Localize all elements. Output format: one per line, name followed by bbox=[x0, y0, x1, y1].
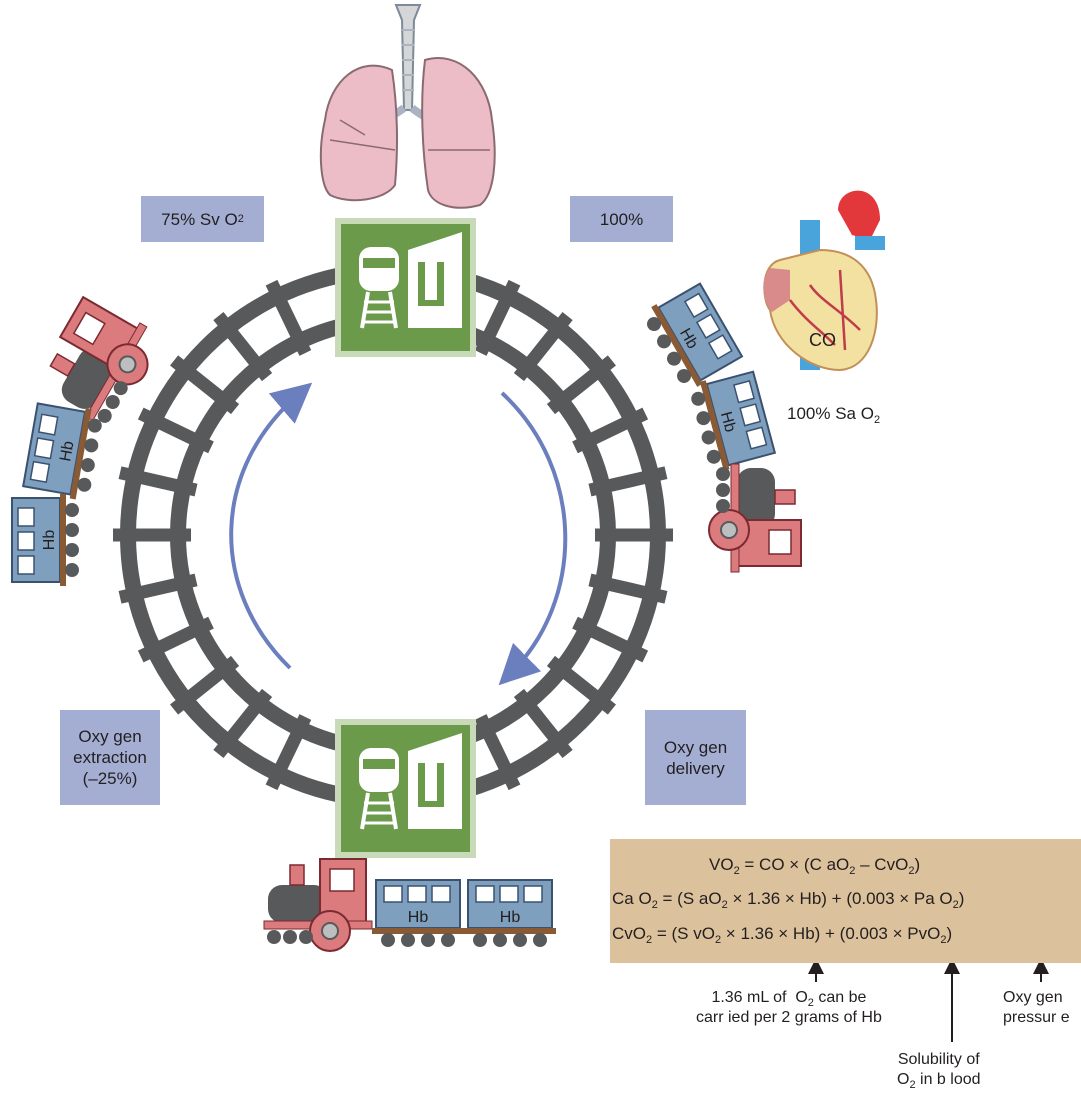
pressure-line-2: pressur e bbox=[1003, 1008, 1070, 1028]
capacity-text-b: O bbox=[795, 989, 807, 1006]
cvo2-equation: CvO2 = (S vO2 × 1.36 × Hb) + (0.003 × Pv… bbox=[612, 924, 952, 944]
cao2-lhs: Ca O bbox=[612, 889, 652, 908]
cvo2-eq: = (S vO bbox=[652, 924, 715, 943]
capacity-line-2: carr ied per 2 grams of Hb bbox=[696, 1008, 882, 1028]
vo2-eq: = CO × (C aO bbox=[740, 855, 850, 874]
circular-arrow-icon bbox=[502, 393, 565, 674]
pressure-note: Oxy gen pressur e bbox=[1003, 988, 1070, 1028]
delivery-line-2: delivery bbox=[666, 758, 725, 779]
cvo2-mid: × 1.36 × Hb) + (0.003 × PvO bbox=[721, 924, 940, 943]
hundred-percent-label: 100% bbox=[570, 196, 673, 242]
extraction-line-3: (–25%) bbox=[83, 768, 138, 789]
oxygen-extraction-label: Oxy gen extraction (–25%) bbox=[60, 710, 160, 805]
vo2-equation: VO2 = CO × (C aO2 – CvO2) bbox=[709, 855, 920, 875]
cao2-mid: × 1.36 × Hb) + (0.003 × Pa O bbox=[728, 889, 953, 908]
hb-car-icon: Hb bbox=[12, 494, 79, 586]
hundred-percent-text: 100% bbox=[600, 209, 643, 230]
hb-label: Hb bbox=[408, 909, 429, 926]
capacity-text-c: can be bbox=[818, 989, 866, 1006]
station-icon bbox=[338, 221, 473, 354]
extraction-line-2: extraction bbox=[73, 747, 147, 768]
solubility-note: Solubility of O2 in b lood bbox=[897, 1050, 981, 1090]
sao2-symbol: O bbox=[861, 404, 874, 423]
pressure-line-1: Oxy gen bbox=[1003, 988, 1070, 1008]
equation-box: VO2 = CO × (C aO2 – CvO2) Ca O2 = (S aO2… bbox=[610, 839, 1081, 963]
capacity-note: 1.36 mL of O2 can be carr ied per 2 gram… bbox=[696, 988, 882, 1028]
extraction-line-1: Oxy gen bbox=[78, 726, 141, 747]
solubility-text-b: in b lood bbox=[920, 1071, 981, 1088]
sao2-subscript: 2 bbox=[874, 414, 880, 426]
hb-car-icon: Hb bbox=[640, 280, 744, 393]
solubility-line-1: Solubility of bbox=[897, 1050, 981, 1070]
sao2-label: 100% Sa O2 bbox=[787, 404, 880, 424]
vo2-mid: – CvO bbox=[855, 855, 908, 874]
lungs-icon bbox=[321, 5, 495, 208]
locomotive-icon bbox=[264, 859, 372, 951]
capacity-text-a: 1.36 mL of bbox=[711, 989, 786, 1006]
capacity-line-1: 1.36 mL of O2 can be bbox=[696, 988, 882, 1008]
sao2-text: 100% Sa bbox=[787, 404, 856, 423]
cvo2-end: ) bbox=[946, 924, 952, 943]
hb-label: Hb bbox=[500, 909, 521, 926]
cao2-equation: Ca O2 = (S aO2 × 1.36 × Hb) + (0.003 × P… bbox=[612, 889, 964, 909]
hb-car-icon: Hb bbox=[687, 368, 776, 474]
svo2-symbol: O bbox=[224, 209, 237, 230]
solubility-o: O bbox=[897, 1071, 909, 1088]
station-icon bbox=[338, 722, 473, 855]
cvo2-lhs: CvO bbox=[612, 924, 646, 943]
co-text: CO bbox=[809, 330, 836, 350]
hb-label: Hb bbox=[57, 440, 77, 463]
hb-car-icon: Hb bbox=[464, 880, 556, 947]
cao2-eq: = (S aO bbox=[658, 889, 722, 908]
cardiac-output-label: CO bbox=[809, 330, 836, 350]
cao2-end: ) bbox=[959, 889, 965, 908]
solubility-sub: 2 bbox=[909, 1079, 915, 1091]
locomotive-icon bbox=[709, 464, 801, 572]
hb-label: Hb bbox=[41, 530, 58, 551]
vo2-lhs: VO bbox=[709, 855, 734, 874]
solubility-line-2: O2 in b lood bbox=[897, 1070, 981, 1090]
circular-arrow-icon bbox=[231, 393, 300, 668]
vo2-end: ) bbox=[914, 855, 920, 874]
oxygen-delivery-label: Oxy gen delivery bbox=[645, 710, 746, 805]
delivery-line-1: Oxy gen bbox=[664, 737, 727, 758]
hb-car-icon: Hb bbox=[372, 880, 464, 947]
svo2-text: 75% Sv bbox=[161, 209, 220, 230]
